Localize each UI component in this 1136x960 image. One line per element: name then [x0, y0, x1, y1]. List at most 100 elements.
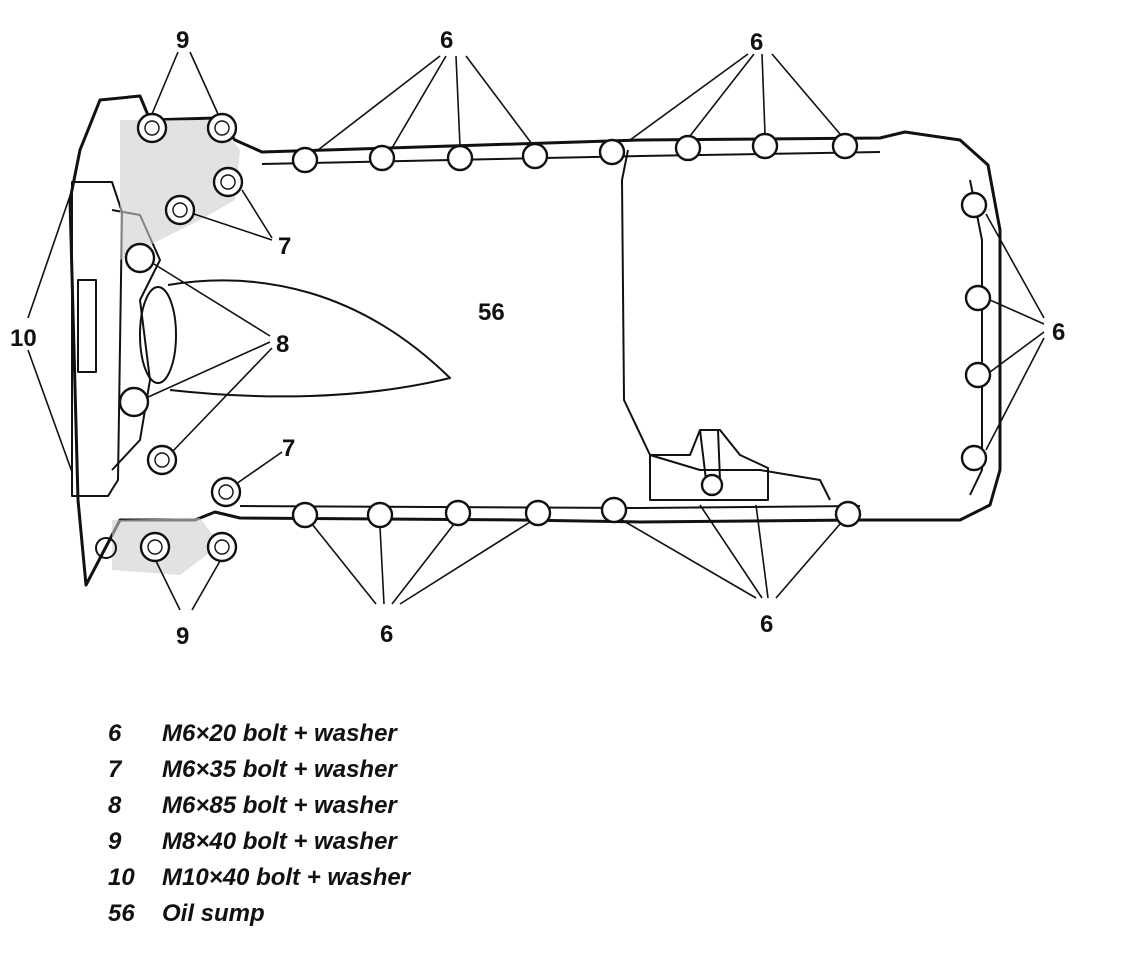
- bolt-washers: [144, 120, 236, 555]
- legend-text: M10×40 bolt + washer: [162, 864, 411, 891]
- leader: [191, 560, 221, 611]
- bolt-9-front-a: [136, 112, 168, 144]
- legend-number: 9: [108, 828, 122, 855]
- washer-7-a: [220, 174, 236, 190]
- bolt-6-top-3: [446, 144, 474, 172]
- leader: [775, 523, 841, 599]
- legend-row: 10 M10×40 bolt + washer: [108, 860, 708, 896]
- legend-number: 7: [108, 756, 122, 783]
- leader: [145, 341, 271, 399]
- bolt-8-a: [124, 242, 156, 274]
- bolt-6-right-2: [964, 284, 992, 312]
- legend-text: M6×85 bolt + washer: [162, 792, 397, 819]
- leader: [399, 521, 531, 605]
- leader: [189, 51, 219, 115]
- leader: [621, 519, 757, 599]
- callout-8: 8: [276, 331, 289, 358]
- legend-row: 8 M6×85 bolt + washer: [108, 788, 708, 824]
- washer-8-c: [154, 452, 170, 468]
- washer-9-d: [214, 539, 230, 555]
- callout-6-bottom-left: 6: [380, 621, 393, 648]
- bolt-6-right-3: [964, 361, 992, 389]
- bolt-6-right-4: [960, 444, 988, 472]
- leader: [27, 349, 73, 473]
- leader: [771, 53, 841, 135]
- sump-divider: [621, 149, 831, 501]
- washer-9-a: [144, 120, 160, 136]
- leader: [27, 189, 73, 319]
- leader: [989, 299, 1045, 325]
- leader: [241, 189, 273, 239]
- leader: [391, 55, 447, 149]
- leader: [153, 263, 271, 337]
- callout-9-top: 9: [176, 27, 189, 54]
- leader: [699, 504, 763, 599]
- callout-6-top-left: 6: [440, 27, 453, 54]
- leader: [755, 504, 769, 599]
- bolt-9-rear-a: [139, 531, 171, 563]
- leader: [629, 53, 749, 141]
- parts-legend: 6 M6×20 bolt + washer 7 M6×35 bolt + was…: [108, 716, 708, 932]
- bolt-7-lower: [210, 476, 242, 508]
- bolt-6-right-1: [960, 191, 988, 219]
- legend-row: 7 M6×35 bolt + washer: [108, 752, 708, 788]
- front-casting: [120, 120, 240, 260]
- dowel-hole: [95, 537, 117, 559]
- legend-number: 56: [108, 900, 135, 927]
- legend-row: 6 M6×20 bolt + washer: [108, 716, 708, 752]
- legend-row: 56 Oil sump: [108, 896, 708, 932]
- legend-text: M6×35 bolt + washer: [162, 756, 397, 783]
- washer-9-c: [147, 539, 163, 555]
- bolt-8-c: [146, 444, 178, 476]
- leader: [989, 331, 1045, 373]
- crank-seal-opening: [139, 286, 177, 384]
- bolt-6-bottom-1: [291, 501, 319, 529]
- bolt-6-top-7: [751, 132, 779, 160]
- leader: [317, 55, 441, 151]
- oil-sump-diagram: 9 6 6 10 7 56 8 6 7 9 6 6: [10, 27, 1065, 650]
- leader: [985, 337, 1045, 451]
- bolt-group: [118, 112, 992, 563]
- leader: [379, 526, 385, 605]
- bolt-9-front-b: [206, 112, 238, 144]
- leader: [151, 51, 179, 115]
- bolt-7-upper-a: [212, 166, 244, 198]
- callout-7-upper: 7: [278, 233, 291, 260]
- leader: [171, 347, 273, 453]
- callout-10: 10: [10, 325, 37, 352]
- bolt-6-bottom-7: [834, 500, 862, 528]
- leader: [985, 213, 1045, 319]
- bolt-6-top-8: [831, 132, 859, 160]
- pickup-tube: [699, 429, 721, 481]
- front-cover-plate: [71, 181, 123, 497]
- washer-9-b: [214, 120, 230, 136]
- bolt-9-rear-b: [206, 531, 238, 563]
- bolt-8-b: [118, 386, 150, 418]
- leader: [155, 560, 181, 611]
- washer-7-c: [218, 484, 234, 500]
- leader: [235, 451, 283, 485]
- bolt-6-bottom-4: [524, 499, 552, 527]
- legend-text: Oil sump: [162, 900, 265, 927]
- legend-number: 8: [108, 792, 122, 819]
- pickup-housing: [649, 429, 769, 501]
- callout-9-bottom: 9: [176, 623, 189, 650]
- bolt-6-top-5: [598, 138, 626, 166]
- callout-56: 56: [478, 299, 505, 326]
- legend-row: 9 M8×40 bolt + washer: [108, 824, 708, 860]
- bolt-6-top-6: [674, 134, 702, 162]
- callout-7-lower: 7: [282, 435, 295, 462]
- legend-number: 10: [108, 864, 135, 891]
- leader: [465, 55, 533, 145]
- bolt-7-upper-b: [164, 194, 196, 226]
- bolt-6-top-2: [368, 144, 396, 172]
- leader: [391, 523, 455, 605]
- callout-6-right: 6: [1052, 319, 1065, 346]
- bolt-6-bottom-6: [700, 473, 724, 497]
- legend-text: M6×20 bolt + washer: [162, 720, 397, 747]
- leader: [455, 55, 461, 147]
- front-cover-inner: [77, 279, 97, 373]
- inner-channel-top: [261, 151, 881, 165]
- leader-lines: [27, 51, 1045, 611]
- leader: [311, 523, 377, 605]
